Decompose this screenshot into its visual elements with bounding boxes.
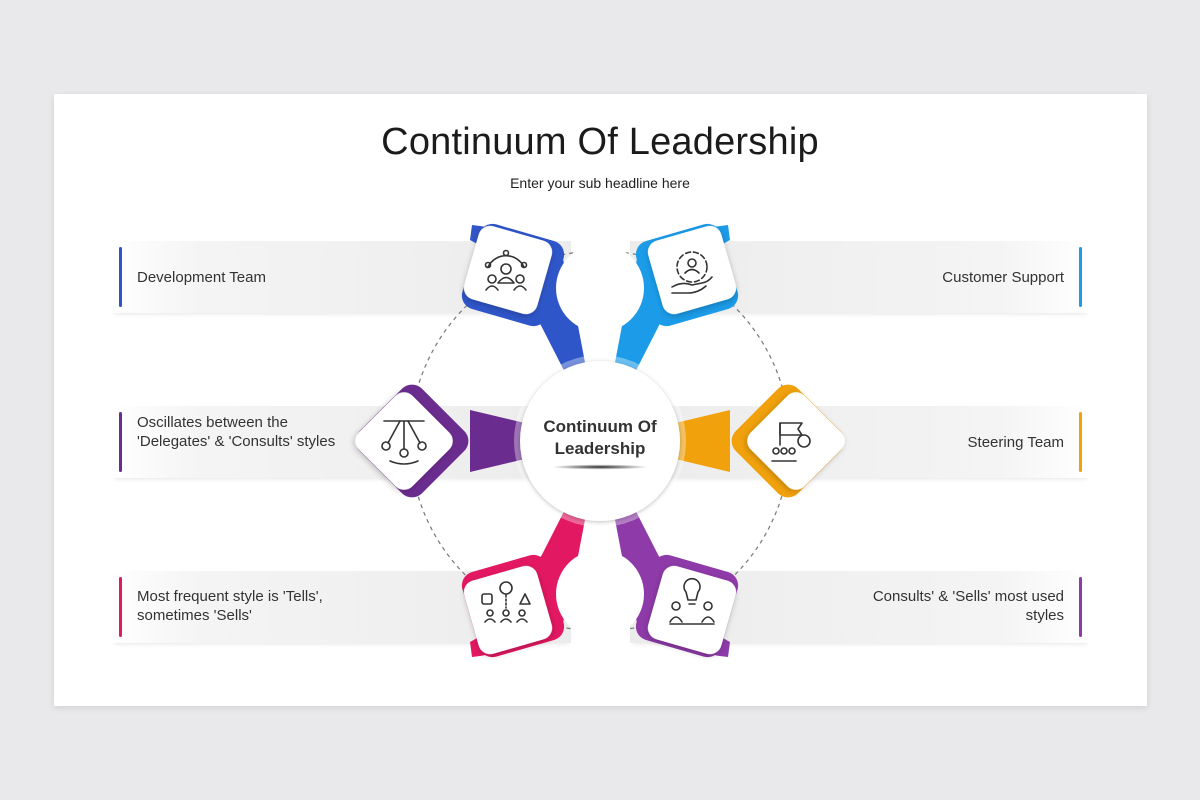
center-title-line1: Continuum Of: [543, 417, 657, 436]
accent-bar: [119, 412, 122, 472]
label-consults-sells: Consults' & 'Sells' most used styles: [872, 588, 1064, 624]
center-circle: [520, 361, 680, 521]
team-network-icon: [484, 249, 528, 291]
center-title-line2: Leadership: [555, 439, 646, 458]
label-most-frequent: Most frequent style is 'Tells', sometime…: [137, 588, 323, 624]
steering-team-icon: [771, 422, 811, 462]
label-steering-team: Steering Team: [967, 434, 1064, 451]
accent-bar: [119, 577, 122, 637]
center-underline: [552, 464, 648, 470]
accent-bar: [1079, 412, 1082, 472]
accent-bar: [119, 247, 122, 307]
customer-support-icon: [671, 251, 713, 294]
team-shapes-icon: [481, 581, 531, 623]
accent-bar: [1079, 247, 1082, 307]
idea-discussion-icon: [669, 577, 715, 625]
page-title: Continuum Of Leadership: [381, 121, 819, 163]
page-subtitle: Enter your sub headline here: [510, 175, 690, 191]
label-oscillates: Oscillates between the 'Delegates' & 'Co…: [137, 414, 336, 450]
accent-bar: [1079, 577, 1082, 637]
pendulum-icon: [381, 420, 427, 465]
label-customer-support: Customer Support: [942, 269, 1064, 286]
label-development-team: Development Team: [137, 269, 266, 286]
